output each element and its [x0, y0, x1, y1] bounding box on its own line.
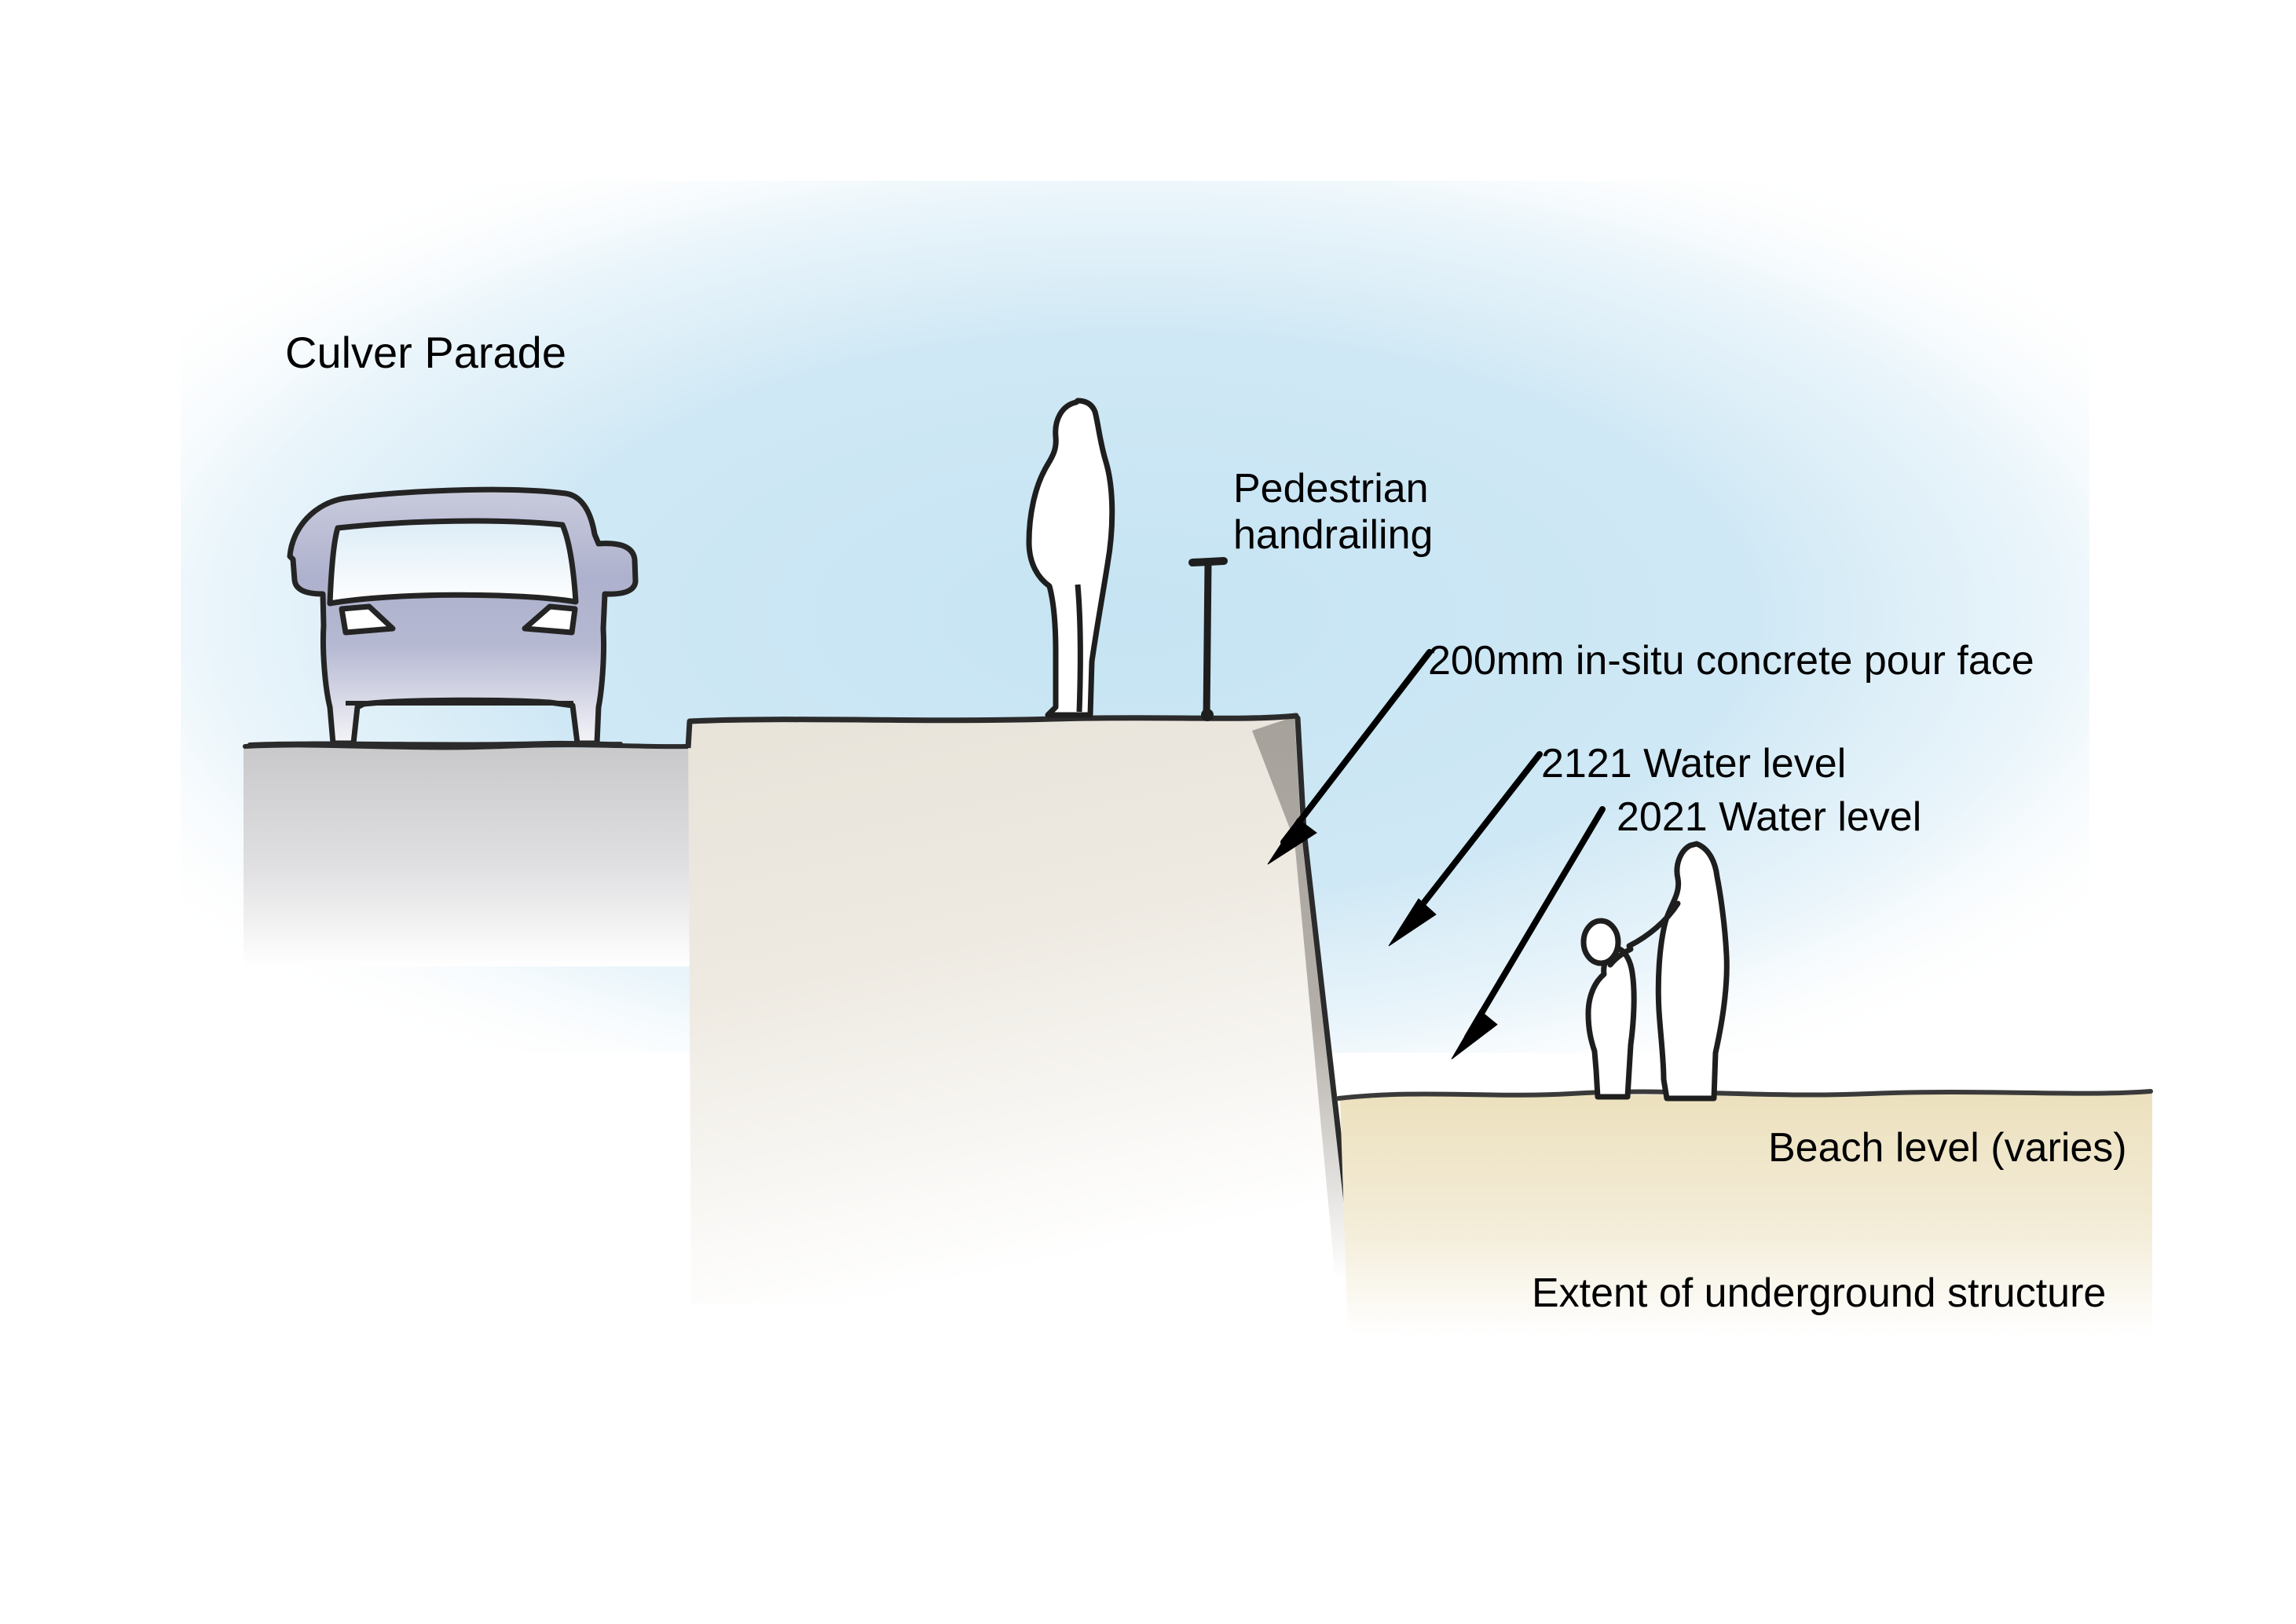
concrete-pour-face-band — [1252, 717, 1373, 1279]
beach-child-figure — [1585, 946, 1637, 1100]
label-underground-structure: Extent of underground structure — [1532, 1270, 2107, 1316]
beach-figures — [1580, 841, 1730, 1102]
arrow-water-level-2121 — [1388, 751, 1543, 947]
arrow-concrete-pour-face — [1267, 649, 1433, 865]
label-concrete-pour-face: 200mm in-situ concrete pour face — [1428, 638, 2034, 684]
pedestrian-handrail-post — [1188, 557, 1228, 721]
label-pedestrian-handrailing-line2: handrailing — [1233, 512, 1434, 559]
arrow-water-level-2021 — [1451, 806, 1606, 1060]
road-surface — [243, 742, 709, 966]
label-water-level-2021: 2021 Water level — [1617, 794, 1922, 840]
label-beach-level: Beach level (varies) — [1768, 1125, 2127, 1171]
label-pedestrian-handrailing: Pedestrian handrailing — [1233, 466, 1433, 559]
label-culver-parade: Culver Parade — [285, 328, 566, 377]
seawall-structure — [685, 713, 1373, 1304]
promenade-pedestrian-figure — [1026, 398, 1115, 718]
car-illustration — [247, 486, 639, 747]
label-water-level-2121: 2121 Water level — [1541, 741, 1847, 786]
leader-arrows — [1267, 649, 1606, 1060]
beach — [1336, 1089, 2153, 1336]
label-pedestrian-handrailing-line1: Pedestrian — [1233, 466, 1429, 511]
